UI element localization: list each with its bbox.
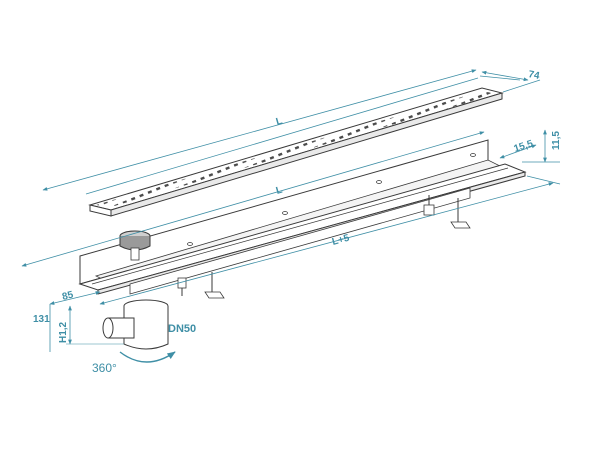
outlet-size-label: DN50 <box>168 323 196 335</box>
outlet-height-label: H1,2 <box>58 321 69 343</box>
frame-length-label: L+5 <box>331 233 351 248</box>
rotation-label: 360° <box>92 361 117 375</box>
siphon-height-label: 131 <box>33 314 50 325</box>
siphon <box>102 299 176 363</box>
grate-width-label: 74 <box>527 69 540 82</box>
flange-width-label: 15,5 <box>513 138 535 155</box>
channel-width-label: 85 <box>61 289 75 302</box>
foot <box>204 272 225 299</box>
channel-length-label: L <box>275 185 284 197</box>
dimension-lines <box>21 69 561 352</box>
flange-height-label: 11,5 <box>551 131 562 150</box>
foot <box>177 277 187 296</box>
grate-length-label: L <box>275 116 284 128</box>
